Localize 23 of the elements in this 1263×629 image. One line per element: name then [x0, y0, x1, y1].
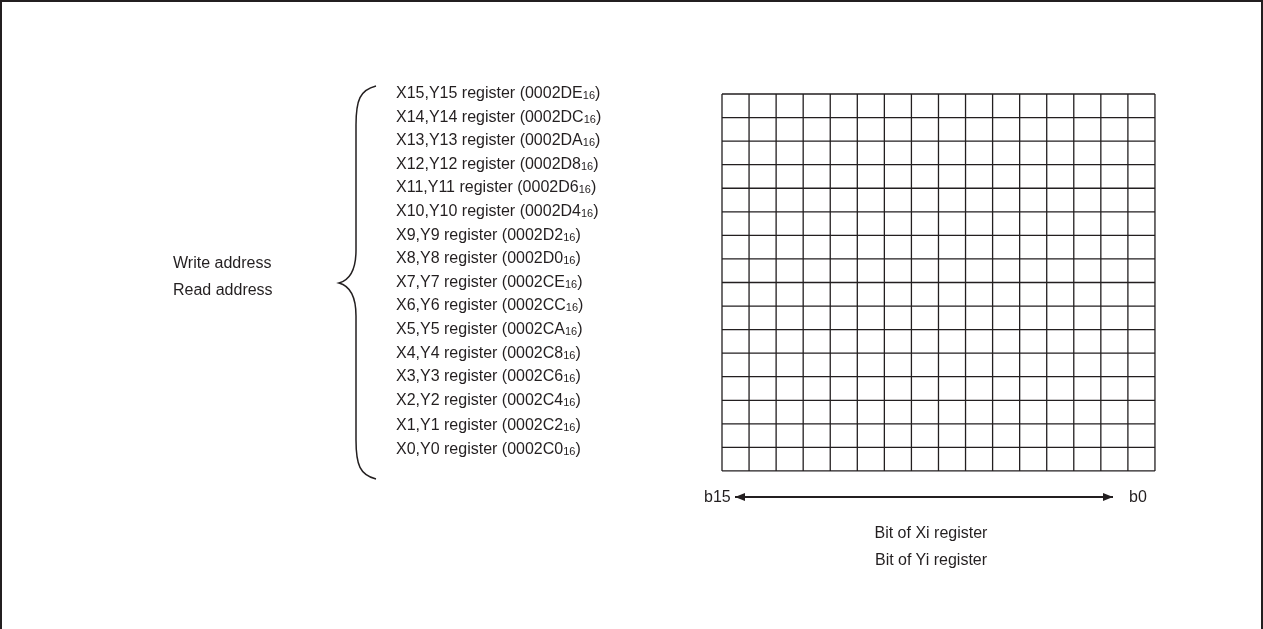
register-label: X12,Y12 register (0002D8$_{16}$): [396, 154, 599, 174]
register-label: X0,Y0 register (0002C0$_{16}$): [396, 440, 581, 459]
register-label: X14,Y14 register (0002DC$_{16}$): [396, 107, 602, 127]
bit-label: b15: [704, 488, 731, 506]
address-label: Read address: [173, 281, 273, 299]
register-label: X13,Y13 register (0002DA$_{16}$): [396, 131, 601, 151]
bit-label: b0: [1129, 488, 1147, 506]
register-label: X4,Y4 register (0002C8$_{16}$): [396, 343, 581, 363]
register-label: X10,Y10 register (0002D4$_{16}$): [396, 202, 599, 221]
register-label: X2,Y2 register (0002C4$_{16}$): [396, 390, 581, 410]
register-label: X11,Y11 register (0002D6$_{16}$): [396, 178, 597, 198]
bit-caption: Bit of Yi register: [875, 551, 988, 569]
register-label: X5,Y5 register (0002CA$_{16}$): [396, 320, 583, 339]
bit-caption: Bit of Xi register: [874, 524, 988, 542]
address-label: Write address: [173, 254, 272, 272]
register-label: X7,Y7 register (0002CE$_{16}$): [396, 272, 583, 292]
double-arrow: [734, 493, 1114, 501]
register-label: X6,Y6 register (0002CC$_{16}$): [396, 296, 584, 316]
register-label: X3,Y3 register (0002C6$_{16}$): [396, 367, 581, 387]
register-label: X1,Y1 register (0002C2$_{16}$): [396, 416, 581, 436]
register-label: X8,Y8 register (0002D0$_{16}$): [396, 249, 581, 269]
register-label: X15,Y15 register (0002DE$_{16}$): [396, 84, 601, 103]
register-label: X9,Y9 register (0002D2$_{16}$): [396, 225, 581, 245]
